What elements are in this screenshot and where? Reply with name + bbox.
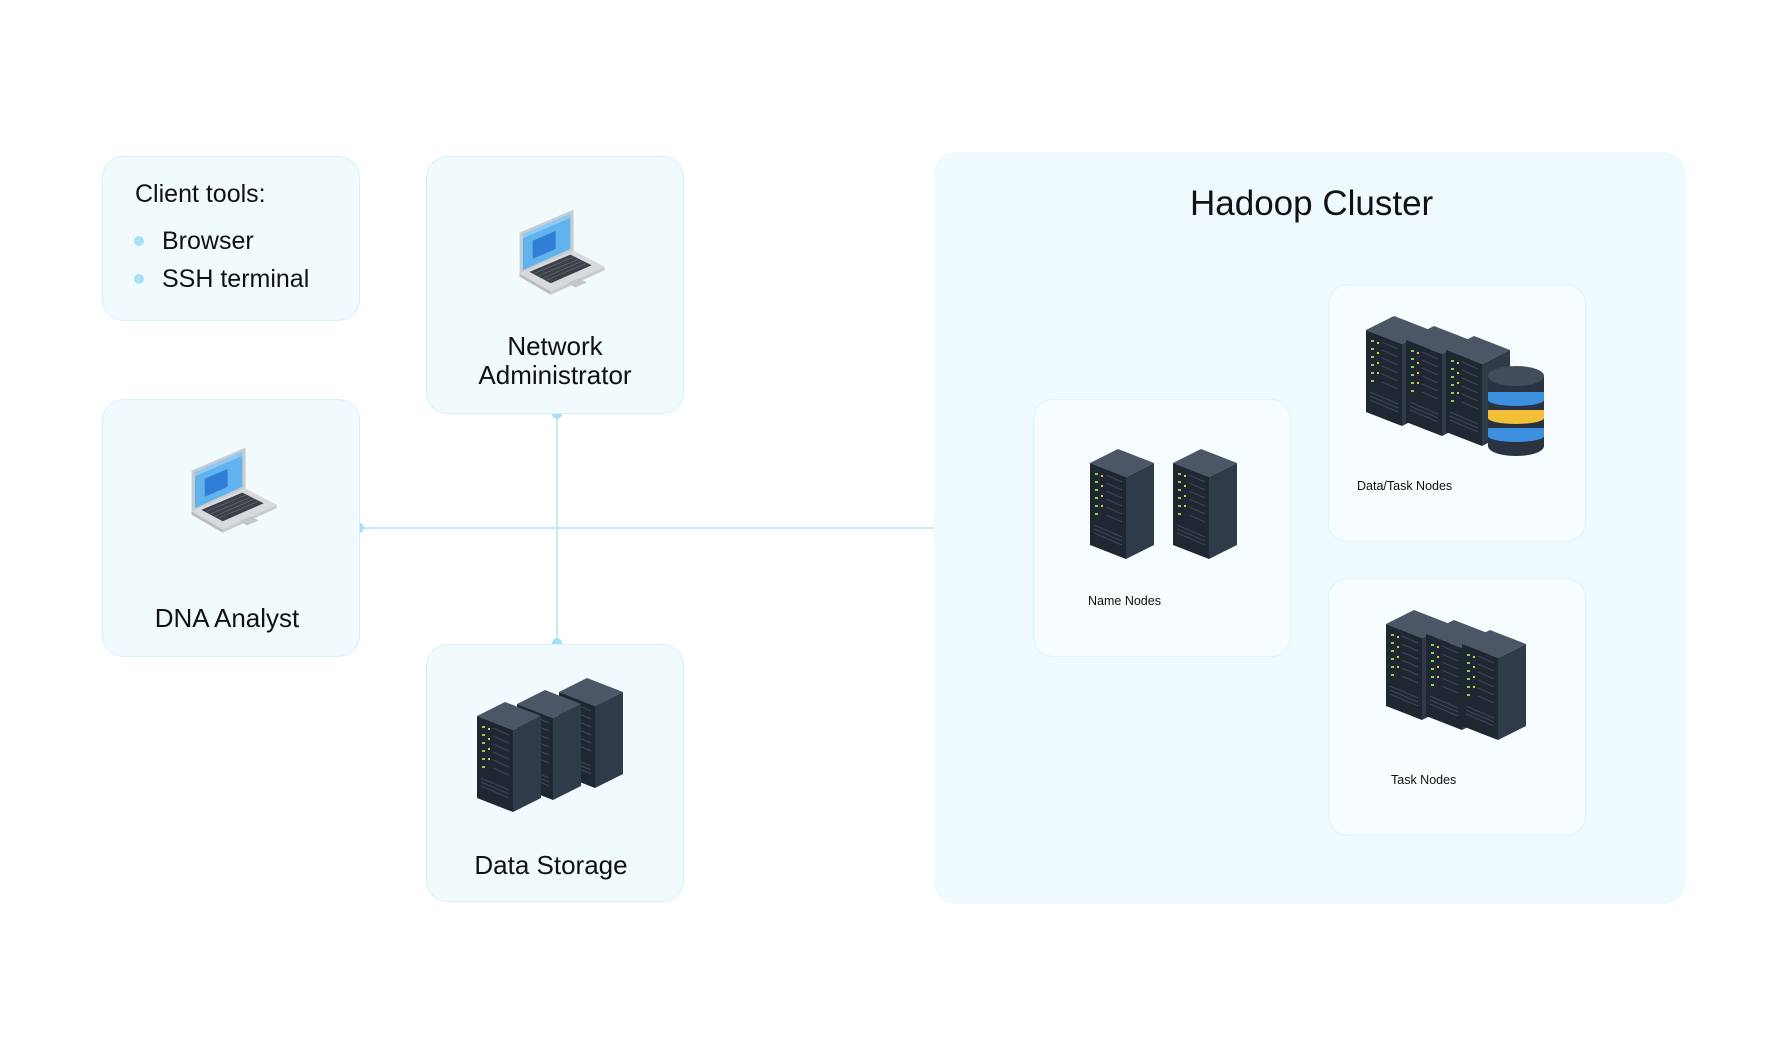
name-nodes-card [1033,399,1291,657]
client-tool-ssh-terminal: SSH terminal [162,265,310,293]
client-tool-browser: Browser [162,227,254,255]
bullet-dot [134,274,144,284]
server-rack-icon [1172,448,1238,560]
bullet-dot [134,236,144,246]
laptop-icon [191,447,278,534]
data-task-nodes-label: Data/Task Nodes [1357,479,1453,493]
client-tools-card [102,156,360,321]
database-icon [1488,366,1544,456]
data-storage-label: Data Storage [474,850,628,880]
hadoop-cluster-title: Hadoop Cluster [1190,184,1434,223]
task-nodes-label: Task Nodes [1391,773,1457,787]
client-tools-heading: Client tools: [135,180,266,208]
server-rack-icon [476,677,624,813]
dna-analyst-label: DNA Analyst [154,603,300,633]
name-nodes-label: Name Nodes [1088,594,1161,608]
server-rack-icon [1385,609,1527,741]
laptop-icon [519,209,606,296]
network-administrator-label-line1: Network [507,331,603,361]
server-rack-icon [1089,448,1155,560]
network-administrator-label-line2: Administrator [478,360,632,390]
